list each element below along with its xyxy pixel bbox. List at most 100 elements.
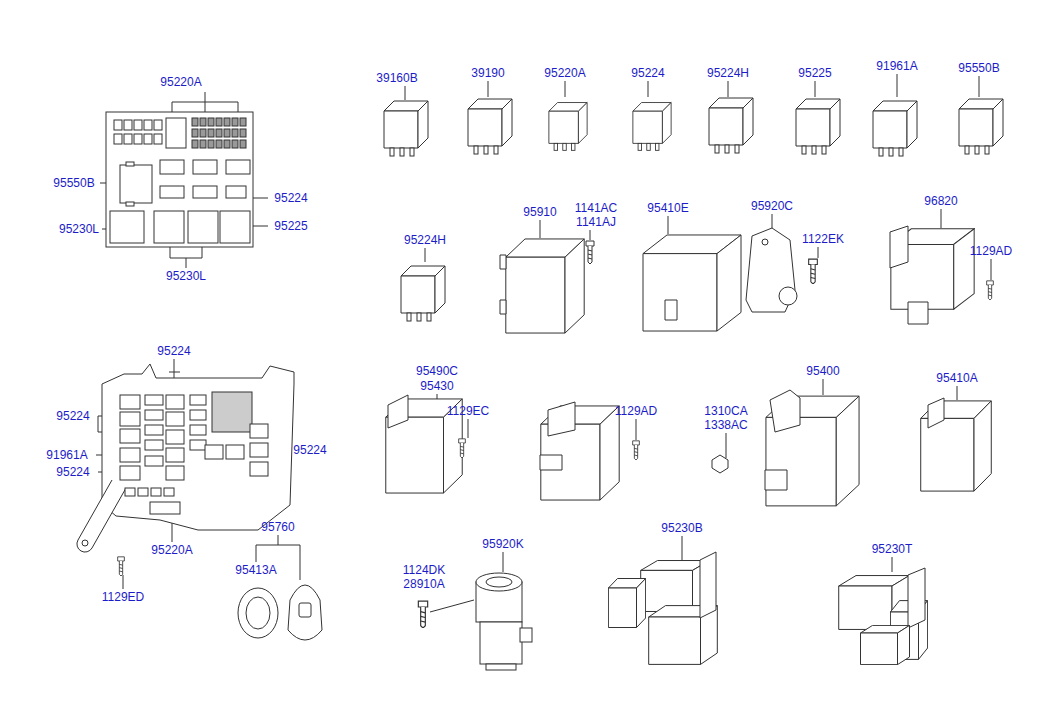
fuse-box-top [224, 129, 230, 137]
control-modules [500, 255, 506, 314]
callout-number: 95224H [404, 233, 446, 247]
callout-number: 1310CA [704, 404, 747, 418]
fuse-box-top [192, 118, 246, 148]
remote-key [288, 585, 322, 640]
control-modules [506, 239, 584, 333]
callout-number: 96820 [924, 194, 957, 208]
fuse-box-top [226, 186, 246, 198]
modules-row3 [770, 390, 800, 432]
fuse-box-top [232, 140, 238, 148]
ignition-switch [476, 573, 522, 591]
fuse-box-top [208, 129, 214, 137]
modules-row3 [540, 455, 562, 470]
callout-number: 1129EC [447, 404, 489, 418]
modules-row3 [928, 398, 944, 428]
fuse-box-top [154, 211, 184, 243]
fuse-box-top [144, 134, 152, 144]
modules-row3 [712, 455, 728, 473]
callout-number: 95410A [936, 371, 977, 385]
callout-number: 28910A [403, 577, 444, 591]
fuse-box-top [154, 120, 162, 130]
callout-number: 95220A [160, 75, 201, 89]
ignition-switch [520, 628, 532, 642]
callout-number: 95760 [261, 520, 294, 534]
callout-number: 95230T [872, 542, 913, 556]
callout-number: 1141AJ [576, 215, 616, 229]
junction-blocks [641, 561, 710, 612]
fuse-box-bottom [166, 466, 184, 480]
fuse-box-top [226, 160, 250, 174]
fuse-box-top [216, 140, 222, 148]
callout-number: 39190 [471, 66, 504, 80]
callout-number: 1338AC [704, 418, 747, 432]
fuse-box-top [240, 118, 246, 126]
fuse-box-top [240, 140, 246, 148]
relays [873, 101, 917, 156]
fuse-box-bottom [102, 364, 294, 530]
modules-row3 [459, 439, 466, 458]
modules-row3 [388, 395, 408, 428]
callout-number: 95224 [631, 66, 664, 80]
callout-number: 95224 [293, 443, 326, 457]
relays [468, 99, 512, 154]
relays [709, 98, 753, 153]
remote-key [238, 585, 322, 640]
fuse-box-bottom [120, 392, 268, 514]
callout-number: 95224 [157, 344, 190, 358]
fuse-box-bottom [166, 448, 184, 462]
callout-number: 95550B [53, 176, 94, 190]
leader-lines [123, 575, 124, 589]
fuse-box-top [106, 112, 253, 247]
fuse-box-bottom [145, 440, 163, 450]
callout-number: 95490C [416, 364, 458, 378]
ignition-switch [486, 577, 512, 587]
callout-number: 95220A [544, 66, 585, 80]
fuse-box-bottom [145, 456, 163, 466]
fuse-box-bottom [120, 448, 140, 462]
control-modules [665, 300, 677, 320]
junction-blocks [608, 552, 927, 665]
fuse-box-top [114, 118, 186, 148]
fuse-box-bottom [145, 395, 163, 405]
fuse-box-top [232, 129, 238, 137]
control-modules [987, 281, 994, 300]
callout-number: 95430 [420, 379, 453, 393]
fuse-box-bottom [250, 462, 268, 476]
fuse-box-top [208, 140, 214, 148]
callout-number: 1122EK [802, 232, 844, 246]
fuse-box-top [120, 165, 152, 203]
fuse-box-top [114, 120, 122, 130]
remote-key [238, 588, 278, 638]
fuse-box-top [124, 134, 132, 144]
fuse-box-bottom [166, 412, 184, 426]
callout-number: 1129AD [970, 244, 1012, 258]
fuse-box-bottom [138, 488, 148, 496]
fuse-box-top [232, 118, 238, 126]
relays [401, 266, 445, 321]
callout-number: 95230L [166, 269, 206, 283]
fuse-box-bottom [250, 424, 268, 438]
relays [796, 99, 840, 154]
fuse-box-top [224, 118, 230, 126]
fuse-box-bottom [145, 425, 163, 435]
callout-number: 95225 [798, 66, 831, 80]
fuse-box-bottom [190, 395, 206, 405]
fuse-box-bottom [77, 480, 126, 552]
leader-lines [170, 244, 202, 268]
remote-key [246, 597, 270, 629]
callout-number: 95920C [751, 199, 793, 213]
fuse-box-top [134, 134, 142, 144]
fuse-box-top [224, 140, 230, 148]
callout-number: 1129ED [102, 590, 144, 604]
remote-key [299, 603, 311, 617]
fuse-box-bottom [190, 410, 206, 420]
modules-row3 [386, 390, 992, 506]
fuse-box-bottom [145, 410, 163, 420]
control-modules [908, 302, 928, 324]
junction-blocks [700, 552, 716, 618]
junction-blocks [861, 625, 910, 664]
fuse-box-bottom [125, 488, 135, 496]
fuse-box-bottom [250, 443, 268, 457]
fuse-box-top [134, 120, 142, 130]
